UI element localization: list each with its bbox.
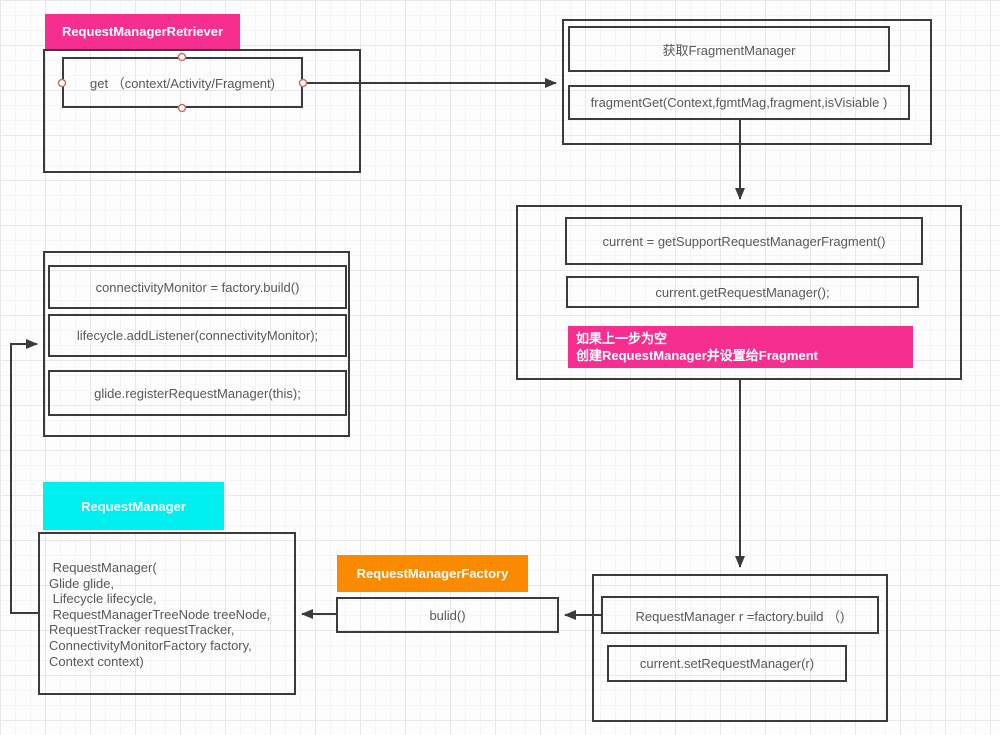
note-line-1: 如果上一步为空 [576,331,668,346]
fragment-get-box[interactable]: fragmentGet(Context,fgmtMag,fragment,isV… [568,85,910,120]
connector-requestmanager-to-register[interactable] [10,339,38,614]
constructor-line: Glide glide, [49,575,115,591]
connectivity-monitor-box[interactable]: connectivityMonitor = factory.build() [48,265,347,309]
set-request-manager-label: current.setRequestManager(r) [639,656,815,671]
request-manager-header[interactable]: RequestManager [43,482,224,530]
build-container[interactable] [592,574,888,722]
get-support-fragment-box[interactable]: current = getSupportRequestManagerFragme… [565,217,923,265]
add-listener-box[interactable]: lifecycle.addListener(connectivityMonito… [48,314,347,357]
constructor-line: ConnectivityMonitorFactory factory, [49,637,252,653]
connectivity-monitor-label: connectivityMonitor = factory.build() [95,279,300,295]
get-request-manager-label: current.getRequestManager(); [655,284,830,300]
factory-build-box[interactable]: bulid() [336,597,559,633]
retriever-container[interactable] [43,49,361,173]
constructor-line: RequestManagerTreeNode treeNode, [49,606,271,622]
note-line-2: 创建RequestManager并设置给Fragment [576,348,818,363]
retriever-header[interactable]: RequestManagerRetriever [45,14,240,49]
constructor-line: Lifecycle lifecycle, [49,591,157,607]
add-listener-label: lifecycle.addListener(connectivityMonito… [76,328,319,343]
register-container[interactable] [43,251,350,437]
fragment-manager-title-box[interactable]: 获取FragmentManager [568,26,890,72]
factory-build-label: bulid() [429,607,466,623]
set-request-manager-box[interactable]: current.setRequestManager(r) [607,645,847,682]
fragment-manager-container[interactable] [562,19,932,145]
constructor-text: RequestManager( Glide glide, Lifecycle l… [40,534,270,669]
empty-check-note[interactable]: 如果上一步为空 创建RequestManager并设置给Fragment [568,326,913,368]
fragment-get-label: fragmentGet(Context,fgmtMag,fragment,isV… [590,95,888,110]
constructor-line: Context context) [49,653,144,669]
retriever-get-box[interactable]: get （context/Activity/Fragment) [62,57,303,108]
register-request-manager-box[interactable]: glide.registerRequestManager(this); [48,370,347,416]
request-manager-constructor-box[interactable]: RequestManager( Glide glide, Lifecycle l… [38,532,296,695]
factory-build-call-box[interactable]: RequestManager r =factory.build （) [601,596,879,634]
support-fragment-container[interactable] [516,205,962,380]
factory-build-call-label: RequestManager r =factory.build （) [635,608,845,624]
factory-header[interactable]: RequestManagerFactory [337,555,528,592]
get-support-fragment-label: current = getSupportRequestManagerFragme… [602,233,886,249]
retriever-get-label: get （context/Activity/Fragment) [90,76,275,91]
constructor-line: RequestManager( [49,560,157,575]
constructor-line: RequestTracker requestTracker, [49,622,235,638]
register-request-manager-label: glide.registerRequestManager(this); [94,385,301,401]
get-request-manager-box[interactable]: current.getRequestManager(); [566,276,919,308]
fragment-manager-title: 获取FragmentManager [662,42,796,58]
